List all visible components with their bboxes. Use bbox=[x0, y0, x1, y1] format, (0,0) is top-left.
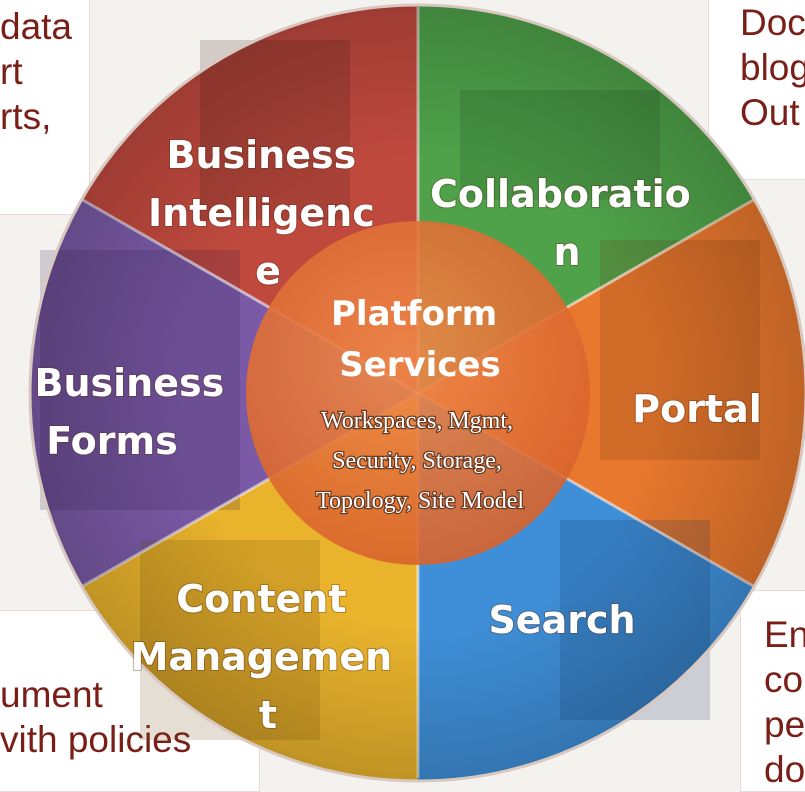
label-search: Search bbox=[488, 598, 635, 642]
top-left-panel bbox=[0, 0, 90, 215]
bottom-right-text: En co pe do bbox=[764, 614, 805, 790]
top-left-text: data rt rts, bbox=[0, 6, 73, 137]
wheel-rim bbox=[28, 3, 805, 783]
label-portal: Portal bbox=[632, 387, 762, 431]
bottom-left-text: ument vith policies bbox=[0, 674, 192, 760]
center-hub[interactable] bbox=[246, 221, 590, 565]
center-title: Platform Services bbox=[331, 294, 509, 385]
top-right-text: Doc blog Out bbox=[740, 2, 805, 133]
bottom-right-panel bbox=[740, 590, 805, 792]
label-business-intelligence: Business Intelligenc e bbox=[148, 133, 388, 293]
label-content-management: Content Managemen t bbox=[131, 577, 406, 737]
label-collaboration: Collaboratio n bbox=[430, 172, 704, 274]
center-subtitle: Workspaces, Mgmt, Security, Storage, Top… bbox=[316, 408, 524, 514]
top-right-panel bbox=[708, 0, 805, 180]
label-business-forms: Business Forms bbox=[35, 361, 238, 463]
